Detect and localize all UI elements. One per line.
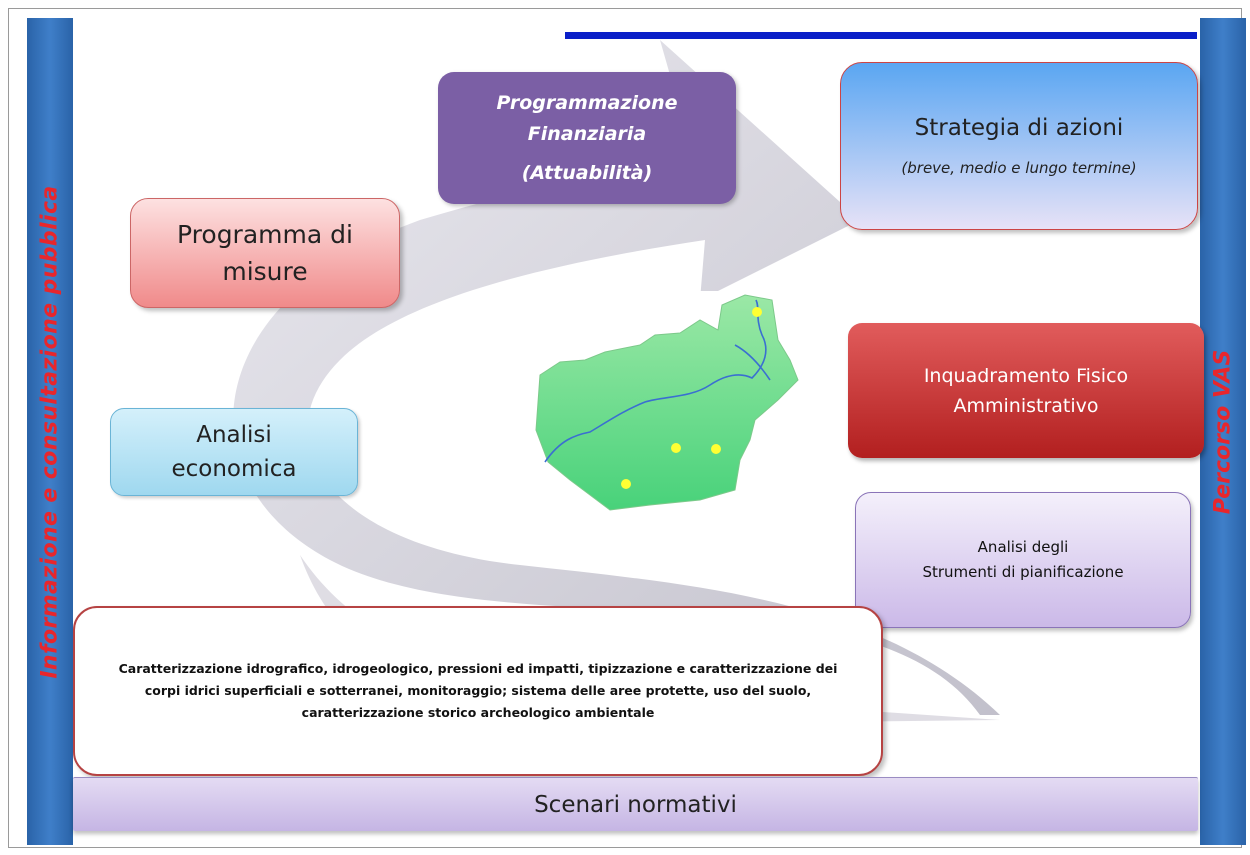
strategia-azioni-box: Strategia di azioni (breve, medio e lung…: [840, 62, 1198, 230]
left-sidebar-label: Informazione e consultazione pubblica: [37, 184, 63, 679]
programma-line2: misure: [222, 257, 308, 286]
programma-misure-box: Programma di misure: [130, 198, 400, 308]
strategia-subtitle: (breve, medio e lungo termine): [901, 159, 1137, 177]
strumenti-line1: Analisi degli: [977, 538, 1069, 556]
right-sidebar-label: Percorso VAS: [1210, 349, 1236, 514]
strumenti-line2: Strumenti di pianificazione: [922, 563, 1124, 581]
analisi-economica-line2: economica: [171, 456, 297, 482]
strategia-title: Strategia di azioni: [914, 115, 1124, 141]
left-sidebar-bar: Informazione e consultazione pubblica: [27, 18, 73, 845]
analisi-economica-line1: Analisi: [196, 422, 272, 448]
caratterizzazione-text: Caratterizzazione idrografico, idrogeolo…: [118, 661, 838, 720]
map-region: [535, 294, 799, 511]
caratterizzazione-box: Caratterizzazione idrografico, idrogeolo…: [73, 606, 883, 776]
inquadramento-line2: Amministrativo: [953, 394, 1099, 417]
map-dot: [621, 479, 631, 489]
cycle-arrow: [233, 40, 1000, 715]
map-dot: [752, 307, 762, 317]
map-dot: [711, 444, 721, 454]
analisi-strumenti-box: Analisi degli Strumenti di pianificazion…: [855, 492, 1191, 628]
analisi-economica-box: Analisi economica: [110, 408, 358, 496]
finanziaria-line3: (Attuabilità): [521, 161, 653, 184]
finanziaria-line2: Finanziaria: [527, 122, 647, 145]
finanziaria-line1: Programmazione: [496, 91, 678, 114]
top-accent-line: [565, 32, 1197, 39]
programmazione-finanziaria-box: Programmazione Finanziaria (Attuabilità): [438, 72, 736, 204]
inquadramento-box: Inquadramento Fisico Amministrativo: [848, 323, 1204, 458]
scenari-normativi-bar: Scenari normativi: [73, 777, 1198, 831]
inquadramento-line1: Inquadramento Fisico: [923, 364, 1129, 387]
map-river: [544, 299, 771, 463]
scenari-text: Scenari normativi: [534, 791, 737, 818]
programma-line1: Programma di: [177, 220, 353, 249]
map-dot: [671, 443, 681, 453]
right-sidebar-bar: Percorso VAS: [1200, 18, 1246, 845]
